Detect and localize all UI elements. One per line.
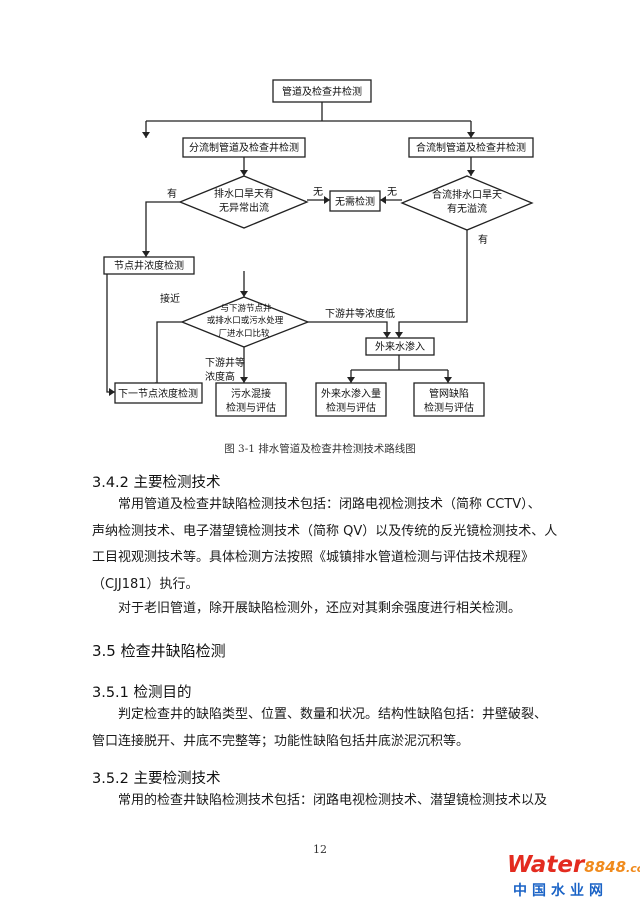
decision-left-line1: 排水口旱天有 xyxy=(214,187,274,200)
node-no-check: 无需检测 xyxy=(329,190,381,212)
node-right-branch: 合流制管道及检查井检测 xyxy=(408,137,534,158)
para-line: （CJJ181）执行。 xyxy=(92,576,199,592)
para-line: 常用管道及检查井缺陷检测技术包括：闭路电视检测技术（简称 CCTV）、 xyxy=(118,497,541,512)
logo-cn: 中国水业网 xyxy=(513,883,608,899)
logo-number: 8848 xyxy=(584,858,627,876)
decision-mid: 与下游节点井 或排水口或污水处理 厂进水口比较 xyxy=(180,296,310,348)
figure-caption: 图 3-1 排水管道及检查井检测技术路线图 xyxy=(224,443,416,455)
decision-left: 排水口旱天有 无异常出流 xyxy=(178,175,309,229)
paragraph-manhole-tech: 常用的检查井缺陷检测技术包括：闭路电视检测技术、潜望镜检测技术以及 xyxy=(118,793,548,808)
logo-water: Water xyxy=(507,852,585,878)
node-node-check: 节点井浓度检测 xyxy=(103,256,195,275)
node-right-branch-text: 合流制管道及检查井检测 xyxy=(416,141,526,154)
decision-mid-line2: 或排水口或污水处理 xyxy=(207,315,284,326)
node-infiltration-amount-line1: 外来水渗入量 xyxy=(321,387,381,400)
label-close: 接近 xyxy=(160,292,180,305)
node-sewage-mix: 污水混接 检测与评估 xyxy=(215,382,287,417)
node-pipe-defect-line1: 管网缺陷 xyxy=(429,387,469,400)
node-sewage-mix-line2: 检测与评估 xyxy=(226,401,276,414)
heading-3-5: 3.5 检查井缺陷检测 xyxy=(92,642,226,660)
heading-3-5-1: 3.5.1 检测目的 xyxy=(92,685,192,701)
para-line: 管口连接脱开、井底不完整等；功能性缺陷包括井底淤泥沉积等。 xyxy=(92,733,470,749)
paragraph-detection-tech: 常用管道及检查井缺陷检测技术包括：闭路电视检测技术（简称 CCTV）、 声纳检测… xyxy=(92,492,562,598)
node-root: 管道及检查井检测 xyxy=(272,79,372,103)
label-high-line2: 浓度高 xyxy=(205,370,235,383)
node-root-text: 管道及检查井检测 xyxy=(282,85,362,98)
node-sewage-mix-line1: 污水混接 xyxy=(231,387,271,400)
node-next-node: 下一节点浓度检测 xyxy=(114,382,203,404)
paragraph-purpose: 判定检查井的缺陷类型、位置、数量和状况。结构性缺陷包括：井壁破裂、 管口连接脱开… xyxy=(92,702,562,755)
flowchart-edge-labels: 有 无 无 有 接近 下游井等浓度低 下游井等 浓度高 xyxy=(160,187,488,383)
label-high-line1: 下游井等 xyxy=(205,356,245,369)
flowchart: 管道及检查井检测 分流制管道及检查井检测 合流制管道及检查井检测 排水口旱天有 … xyxy=(103,79,534,417)
page-number: 12 xyxy=(313,843,327,856)
node-infiltration-amount: 外来水渗入量 检测与评估 xyxy=(315,382,387,417)
node-next-node-text: 下一节点浓度检测 xyxy=(118,387,198,400)
node-pipe-defect-line2: 检测与评估 xyxy=(424,401,474,414)
decision-mid-line1: 与下游节点井 xyxy=(220,303,271,314)
logo-dotcom: .com xyxy=(626,862,640,875)
node-left-branch-text: 分流制管道及检查井检测 xyxy=(189,141,299,154)
para-line: 工目视观测技术等。具体检测方法按照《城镇排水管道检测与评估技术规程》 xyxy=(92,550,535,565)
label-no-right: 无 xyxy=(387,187,397,198)
node-external-infiltration: 外来水渗入 xyxy=(365,337,435,356)
para-line: 声纳检测技术、电子潜望镜检测技术（简称 QV）以及传统的反光镜检测技术、人 xyxy=(92,523,558,539)
decision-right-line1: 合流排水口旱天 xyxy=(432,188,502,201)
paragraph-old-pipes: 对于老旧管道，除开展缺陷检测外，还应对其剩余强度进行相关检测。 xyxy=(118,601,522,616)
node-infiltration-amount-line2: 检测与评估 xyxy=(326,401,376,414)
node-pipe-defect: 管网缺陷 检测与评估 xyxy=(413,382,485,417)
node-node-check-text: 节点井浓度检测 xyxy=(114,259,184,272)
label-yes-right: 有 xyxy=(478,233,488,246)
decision-right-line2: 有无溢流 xyxy=(447,202,487,215)
label-low: 下游井等浓度低 xyxy=(325,307,395,320)
node-left-branch: 分流制管道及检查井检测 xyxy=(182,137,306,158)
decision-mid-line3: 厂进水口比较 xyxy=(218,328,270,339)
heading-3-5-2: 3.5.2 主要检测技术 xyxy=(92,771,221,787)
heading-3-4-2: 3.4.2 主要检测技术 xyxy=(92,475,221,491)
label-no-left: 无 xyxy=(313,187,323,198)
para-line: 判定检查井的缺陷类型、位置、数量和状况。结构性缺陷包括：井壁破裂、 xyxy=(118,707,548,722)
node-no-check-text: 无需检测 xyxy=(335,195,375,208)
label-yes-left: 有 xyxy=(167,187,177,200)
watermark-logo: Water8848.com 中国水业网 xyxy=(507,852,640,900)
decision-left-line2: 无异常出流 xyxy=(219,201,269,214)
decision-right: 合流排水口旱天 有无溢流 xyxy=(400,175,534,231)
node-external-infiltration-text: 外来水渗入 xyxy=(375,340,425,353)
